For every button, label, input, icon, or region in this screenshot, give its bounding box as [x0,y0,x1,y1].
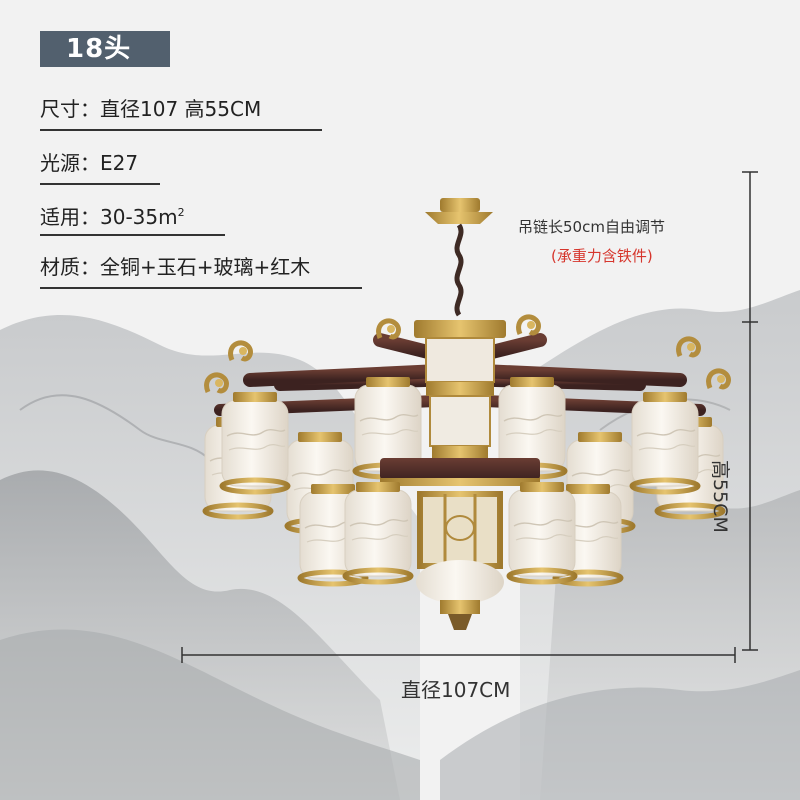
divider [40,287,362,289]
diameter-label: 直径107CM [401,678,511,702]
spec-area: 适用：30-35m2 [40,200,185,230]
load-bearing-note: (承重力含铁件) [551,247,653,265]
divider [40,234,225,236]
divider [40,129,322,131]
height-label: 高55CM [709,460,731,533]
spec-area-text: 适用：30-35m [40,205,178,229]
divider [40,183,160,185]
chain-length-note: 吊链长50cm自由调节 [518,218,665,236]
spec-area-superscript: 2 [177,206,185,219]
spec-material: 材质：全铜+玉石+玻璃+红木 [40,255,311,279]
spec-light-source: 光源：E27 [40,151,139,175]
spec-size: 尺寸：直径107 高55CM [40,97,262,121]
head-count-badge: 18头 [40,31,170,67]
